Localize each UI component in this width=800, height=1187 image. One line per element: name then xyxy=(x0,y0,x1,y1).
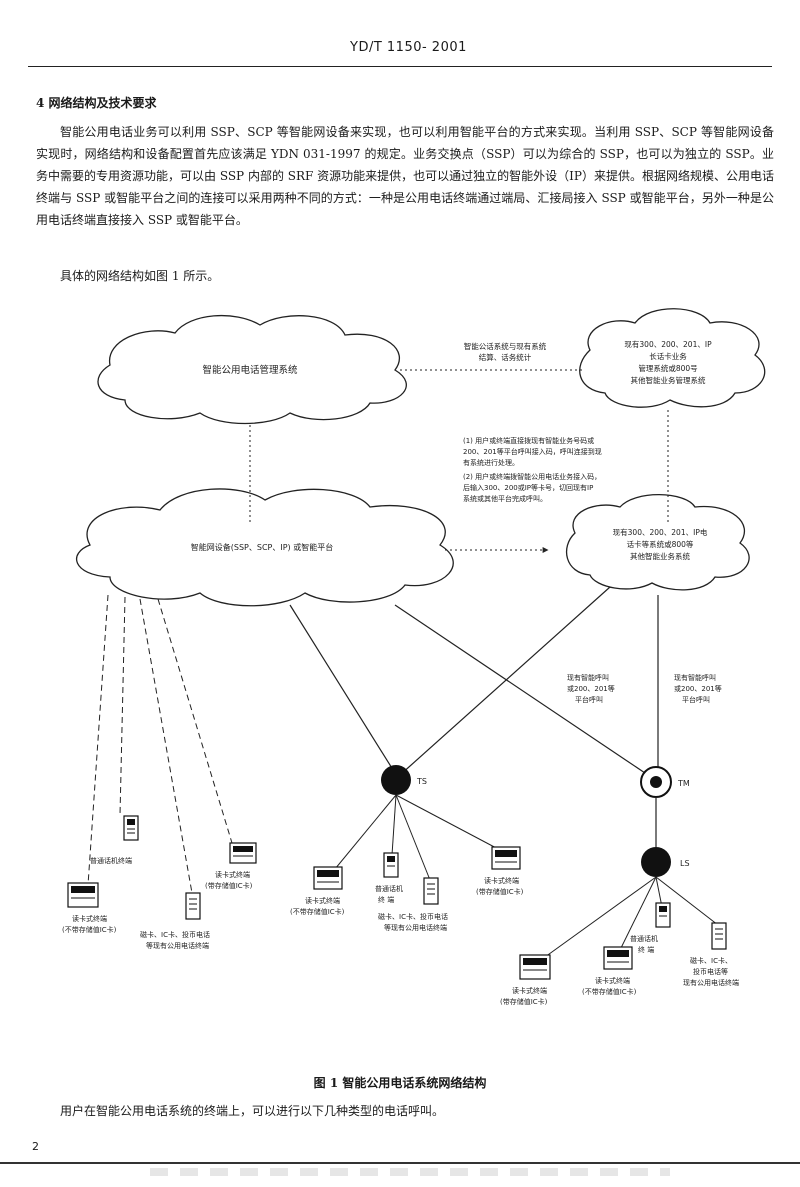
note-line2: 200、201等平台呼叫接入码，呼叫连接到现 xyxy=(463,447,602,456)
note-line5: 后输入300、200或IP等卡号，切回现有IP xyxy=(463,483,593,492)
terminal-icon-phone-6 xyxy=(383,852,399,878)
figure-reference: 具体的网络结构如图 1 所示。 xyxy=(60,269,220,283)
header-rule xyxy=(28,66,772,67)
call-label-a3: 平台呼叫 xyxy=(575,695,603,704)
terminal-label-2a: 读卡式终端 xyxy=(215,870,250,879)
terminal-icon-coin-phone-12 xyxy=(711,922,727,950)
cloud-existing-system-bottom xyxy=(566,493,750,591)
link-ts-t8 xyxy=(395,794,501,851)
terminal-label-1: 普通话机终端 xyxy=(90,856,132,865)
terminal-label-12c: 现有公用电话终端 xyxy=(683,978,739,987)
cloud-in-label: 智能网设备(SSP、SCP、IP) 或智能平台 xyxy=(191,542,333,552)
terminal-label-2b: (带存储值IC卡) xyxy=(205,881,253,890)
node-ls-label: LS xyxy=(680,859,690,868)
body-paragraph: 智能公用电话业务可以利用 SSP、SCP 等智能网设备来实现，也可以利用智能平台… xyxy=(36,125,774,227)
terminal-label-11a: 普通话机 xyxy=(630,934,658,943)
terminal-label-4a: 磁卡、IC卡、投币电话 xyxy=(140,930,210,939)
terminal-label-5a: 读卡式终端 xyxy=(305,896,340,905)
link-ts-t5 xyxy=(334,794,397,870)
cloud-existing-top-line4: 其他智能业务管理系统 xyxy=(631,375,706,385)
terminal-icon-card-reader-9 xyxy=(519,954,551,980)
cloud-existing-bottom-line3: 其他智能业务系统 xyxy=(630,551,690,561)
note-line4: (2) 用户或终端拨智能公用电话业务接入码， xyxy=(463,472,601,481)
terminal-icon-card-reader-5 xyxy=(313,866,343,890)
terminal-label-9a: 读卡式终端 xyxy=(512,986,547,995)
terminal-label-7a: 磁卡、IC卡、投币电话 xyxy=(378,912,448,921)
terminal-label-10b: (不带存储值IC卡) xyxy=(582,987,637,996)
call-label-b1: 现有智能呼叫 xyxy=(674,673,716,682)
cloud-existing-top-line2: 长话卡业务 xyxy=(649,351,687,361)
link-label-line2: 结算、话务统计 xyxy=(479,352,532,362)
footer-faint-text xyxy=(150,1168,670,1176)
terminal-icon-phone-1 xyxy=(123,815,139,841)
footer-band xyxy=(0,1162,800,1187)
terminal-label-6a: 普通话机 xyxy=(375,884,403,893)
call-label-a1: 现有智能呼叫 xyxy=(567,673,609,682)
terminal-label-8a: 读卡式终端 xyxy=(484,876,519,885)
note-line3: 有系统进行处理。 xyxy=(463,458,519,467)
terminal-label-3a: 读卡式终端 xyxy=(72,914,107,923)
terminal-label-7b: 等现有公用电话终端 xyxy=(384,923,447,932)
network-diagram: 智能公用电话管理系统 现有300、200、201、IP 长话卡业务 管理系统或8… xyxy=(62,308,766,1006)
terminal-label-12b: 投币电话等 xyxy=(693,967,728,976)
terminal-icon-coin-phone-7 xyxy=(423,877,439,905)
page-number: 2 xyxy=(32,1140,39,1153)
link-ls-t10 xyxy=(619,876,657,951)
node-ts xyxy=(381,765,411,795)
terminal-label-8b: (带存储值IC卡) xyxy=(476,887,524,896)
link-in-tm xyxy=(394,604,646,774)
link-ts-t7 xyxy=(395,794,431,881)
cloud-existing-bottom-line1: 现有300、200、201、IP电 xyxy=(613,527,708,537)
link-existing-ts xyxy=(399,586,611,776)
link-in-terminal-4 xyxy=(157,598,233,844)
terminal-icon-card-reader-2 xyxy=(229,842,257,864)
cloud-existing-top-line1: 现有300、200、201、IP xyxy=(624,339,712,349)
link-ls-t9 xyxy=(544,876,657,958)
node-ls xyxy=(641,847,671,877)
node-ts-label: TS xyxy=(416,777,427,786)
terminal-label-12a: 磁卡、IC卡、 xyxy=(690,956,732,965)
link-ts-t6 xyxy=(391,794,397,856)
terminal-icon-coin-phone-4 xyxy=(185,892,201,920)
link-label-line1: 智能公话系统与现有系统 xyxy=(464,341,547,351)
call-label-b2: 或200、201等 xyxy=(674,684,722,693)
cloud-management-system xyxy=(97,314,407,425)
terminal-icon-card-reader-8 xyxy=(491,846,521,870)
terminal-label-5b: (不带存储值IC卡) xyxy=(290,907,345,916)
cloud-existing-bottom-line2: 话卡等系统或800等 xyxy=(627,539,694,549)
link-in-ts xyxy=(289,604,396,774)
terminal-label-11b: 终 端 xyxy=(638,945,654,954)
terminal-label-4b: 等现有公用电话终端 xyxy=(146,941,209,950)
note-line1: (1) 用户或终端直接拨现有智能业务号码或 xyxy=(463,436,594,445)
body-after-figure: 用户在智能公用电话系统的终端上，可以进行以下几种类型的电话呼叫。 xyxy=(60,1104,445,1118)
terminal-icon-phone-11 xyxy=(655,902,671,928)
terminal-label-3b: (不带存储值IC卡) xyxy=(62,925,117,934)
call-label-a2: 或200、201等 xyxy=(567,684,615,693)
section-title: 4 网络结构及技术要求 xyxy=(36,96,157,110)
link-in-terminal-2 xyxy=(119,596,126,816)
call-label-b3: 平台呼叫 xyxy=(682,695,710,704)
link-ls-t12 xyxy=(655,876,719,926)
node-tm-label: TM xyxy=(677,779,690,788)
document-header: YD/T 1150- 2001 xyxy=(350,40,467,55)
cloud-existing-top-line3: 管理系统或800号 xyxy=(638,363,697,373)
cloud-intelligent-network xyxy=(75,488,454,607)
link-in-terminal-1 xyxy=(87,594,109,886)
cloud-management-label: 智能公用电话管理系统 xyxy=(202,364,298,376)
cloud-existing-system-top xyxy=(579,308,766,408)
terminal-label-9b: (带存储值IC卡) xyxy=(500,997,548,1006)
terminal-icon-card-reader-10 xyxy=(603,946,633,970)
link-in-terminal-3 xyxy=(139,598,193,894)
figure-caption: 图 1 智能公用电话系统网络结构 xyxy=(313,1076,487,1090)
terminal-icon-card-reader-3 xyxy=(67,882,99,908)
terminal-label-10a: 读卡式终端 xyxy=(595,976,630,985)
link-ls-t11 xyxy=(655,876,663,908)
note-line6: 系统或其他平台完成呼叫。 xyxy=(463,494,547,503)
terminal-label-6b: 终 端 xyxy=(378,895,394,904)
